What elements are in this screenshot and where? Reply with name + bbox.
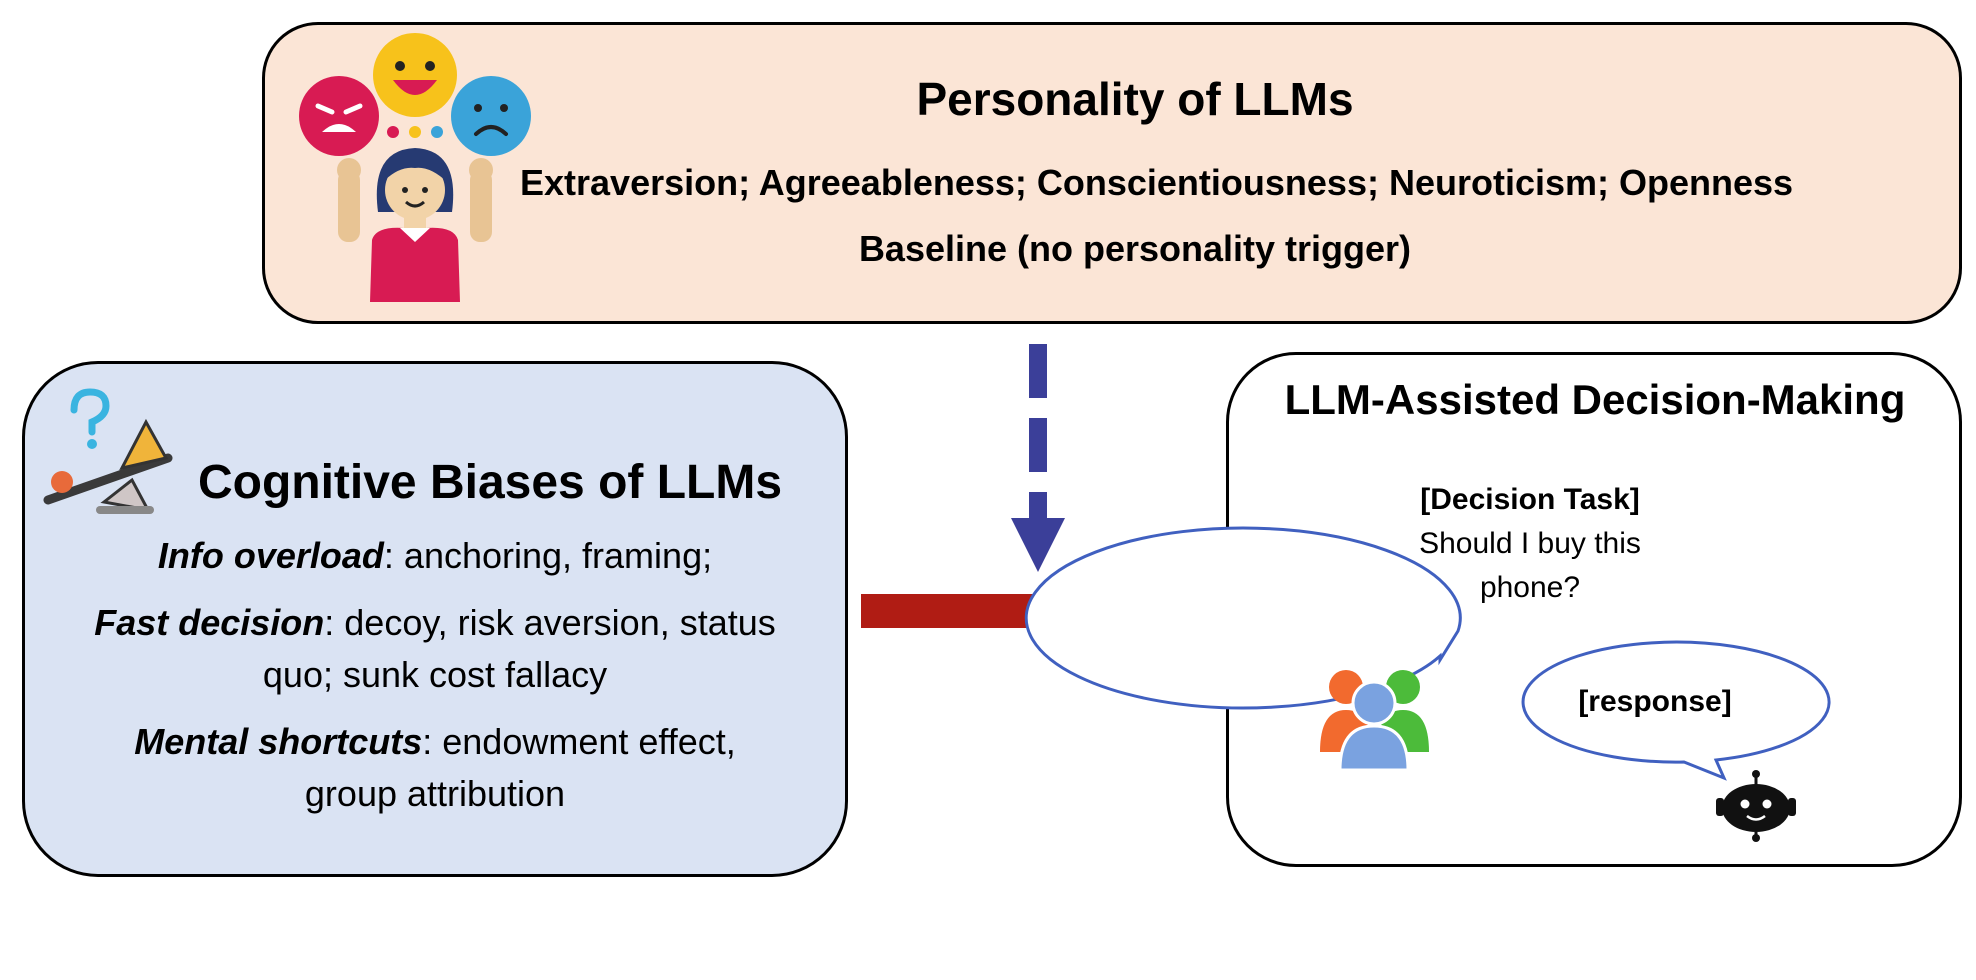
bias-fast-decision: Fast decision: decoy, risk aversion, sta… — [30, 597, 840, 649]
decision-task-question-line1: Should I buy this — [1419, 527, 1641, 560]
personality-baseline: Baseline (no personality trigger) — [858, 228, 1412, 269]
decision-task-question-line2: phone? — [1479, 571, 1581, 604]
bias-fast-decision-cont: quo; sunk cost fallacy — [262, 654, 608, 695]
emotions-girl-icon — [299, 33, 531, 302]
response-text: [response] — [1578, 685, 1732, 718]
bias-mental-shortcuts: Mental shortcuts: endowment effect, — [30, 716, 840, 768]
question-seesaw-icon — [43, 388, 173, 514]
bias-text: : anchoring, framing; — [383, 535, 713, 576]
bias-label: Info overload — [157, 535, 384, 576]
robot-icon — [1716, 770, 1796, 842]
biases-title: Cognitive Biases of LLMs — [197, 456, 783, 509]
bias-text: : endowment effect, — [422, 721, 736, 762]
decision-task-bubble — [1024, 526, 1462, 710]
bias-label: Fast decision — [94, 602, 325, 643]
bias-info-overload: Info overload: anchoring, framing; — [30, 530, 840, 582]
decision-title: LLM-Assisted Decision-Making — [1284, 376, 1906, 423]
users-group-icon — [1320, 670, 1429, 772]
bias-mental-shortcuts-cont: group attribution — [304, 773, 566, 814]
personality-traits: Extraversion; Agreeableness; Conscientio… — [520, 162, 1794, 203]
bias-label: Mental shortcuts — [134, 721, 423, 762]
personality-title: Personality of LLMs — [916, 73, 1354, 125]
response-bubble — [1521, 640, 1831, 781]
personality-box — [262, 22, 1962, 324]
dashed-arrow-down — [1011, 344, 1065, 572]
bias-text: : decoy, risk aversion, status — [324, 602, 776, 643]
decision-task-label: [Decision Task] — [1420, 483, 1640, 516]
